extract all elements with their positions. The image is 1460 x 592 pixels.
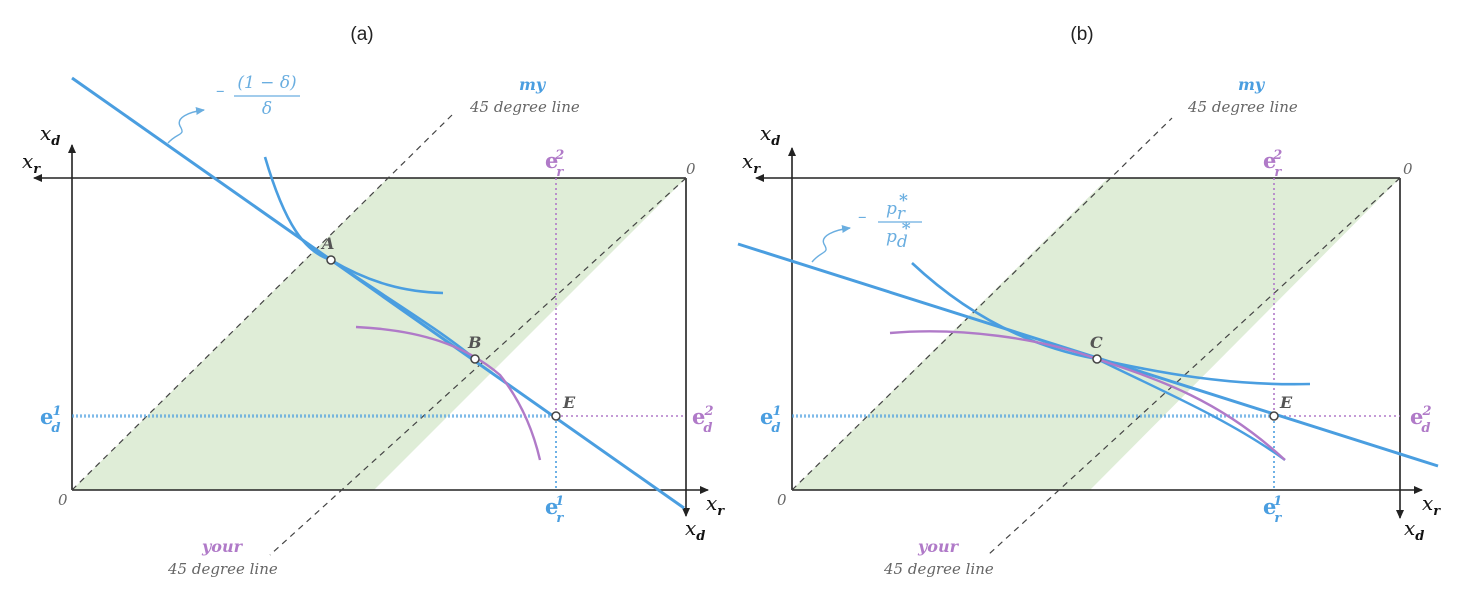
panel-a-origin-bottom-left: 0 (58, 491, 68, 509)
panel-a-purple-indifference-curve (355, 325, 542, 461)
panel-b-xr-label-bottom: xr (1422, 491, 1441, 519)
panel-a-your-45-text: 45 degree line (167, 560, 278, 578)
panel-b-e-r-2-label: er2 (1263, 148, 1282, 180)
panel-b-point-c-label: C (1090, 333, 1103, 352)
panel-b-point-c-marker (1092, 354, 1102, 364)
panel-a-point-b-label: B (467, 333, 482, 352)
panel-a-budget-line (71, 76, 685, 510)
panel-a-xd-label-top: xd (40, 121, 60, 149)
panel-a-point-e-label: E (562, 393, 576, 412)
panel-b-slope-numerator: pr* (886, 191, 908, 224)
panel-b-your-label: your (917, 537, 960, 556)
panel-a-origin-top-right: 0 (686, 160, 696, 178)
panel-b-e-d-1-label: ed1 (760, 404, 782, 436)
panel-b-point-e-marker (1269, 411, 1279, 421)
panel-b-slope-minus: – (858, 207, 867, 227)
panel-b-core-region (792, 178, 1400, 490)
panel-b-my-label: my (1238, 75, 1266, 94)
panel-a-e-r-1-label: er1 (545, 494, 564, 526)
panel-b-your-45-text: 45 degree line (883, 560, 994, 578)
panel-b-my-45-line (791, 117, 1173, 491)
panel-a-title: (a) (350, 24, 373, 45)
panel-a-e-d-2-label: ed2 (692, 404, 714, 436)
panel-b-title: (b) (1070, 24, 1093, 45)
panel-b-e-r-1-label: er1 (1263, 494, 1282, 526)
panel-b-origin-bottom-left: 0 (777, 491, 787, 509)
panel-b-blue-curve-lower (1096, 357, 1286, 461)
panel-b-your-45-line (987, 177, 1401, 556)
panel-a-slope-denominator: δ (262, 99, 272, 119)
panel-a-point-e-marker (551, 411, 561, 421)
panel-a-point-a-label: A (320, 234, 334, 253)
panel-b-point-e-label: E (1279, 393, 1293, 412)
panel-a-e-r-2-label: er2 (545, 148, 564, 180)
panel-a-xr-label-top: xr (22, 149, 41, 177)
panel-b-origin-top-right: 0 (1403, 160, 1413, 178)
panel-a-your-label: your (201, 537, 244, 556)
panel-b-box-frame (791, 177, 1401, 491)
panel-a-slope-numerator: (1 − δ) (237, 73, 296, 93)
panel-a-box-frame (71, 177, 687, 491)
panel-b-my-45-text: 45 degree line (1187, 98, 1298, 116)
panel-b-e-d-2-label: ed2 (1410, 404, 1432, 436)
panel-a: (a) A B (22, 24, 725, 578)
panel-b-xd-label-top: xd (760, 121, 780, 149)
panel-a-blue-curve-b (330, 258, 476, 361)
panel-a-slope-pointer-arrow (167, 107, 205, 144)
panel-a-your-45-line (269, 177, 687, 556)
panel-b-slope-denominator: pd* (886, 219, 911, 252)
panel-a-xd-label-bottom: xd (685, 516, 705, 544)
panel-b-xr-label-top: xr (742, 149, 761, 177)
panel-b: (b) C E xd xr xr xd 0 (737, 24, 1441, 578)
panel-a-point-b-marker (470, 354, 480, 364)
panel-a-point-a-marker (326, 255, 336, 265)
panel-a-slope-minus: – (216, 81, 225, 101)
panel-a-xr-label-bottom: xr (706, 491, 725, 519)
panel-b-slope-pointer-arrow (811, 225, 851, 263)
panel-a-core-region (72, 178, 686, 490)
panel-a-my-45-text: 45 degree line (469, 98, 580, 116)
panel-a-my-45-line (71, 114, 453, 491)
panel-a-e-d-1-label: ed1 (40, 404, 62, 436)
panel-b-xd-label-bottom: xd (1404, 516, 1424, 544)
panel-a-my-label: my (519, 75, 547, 94)
